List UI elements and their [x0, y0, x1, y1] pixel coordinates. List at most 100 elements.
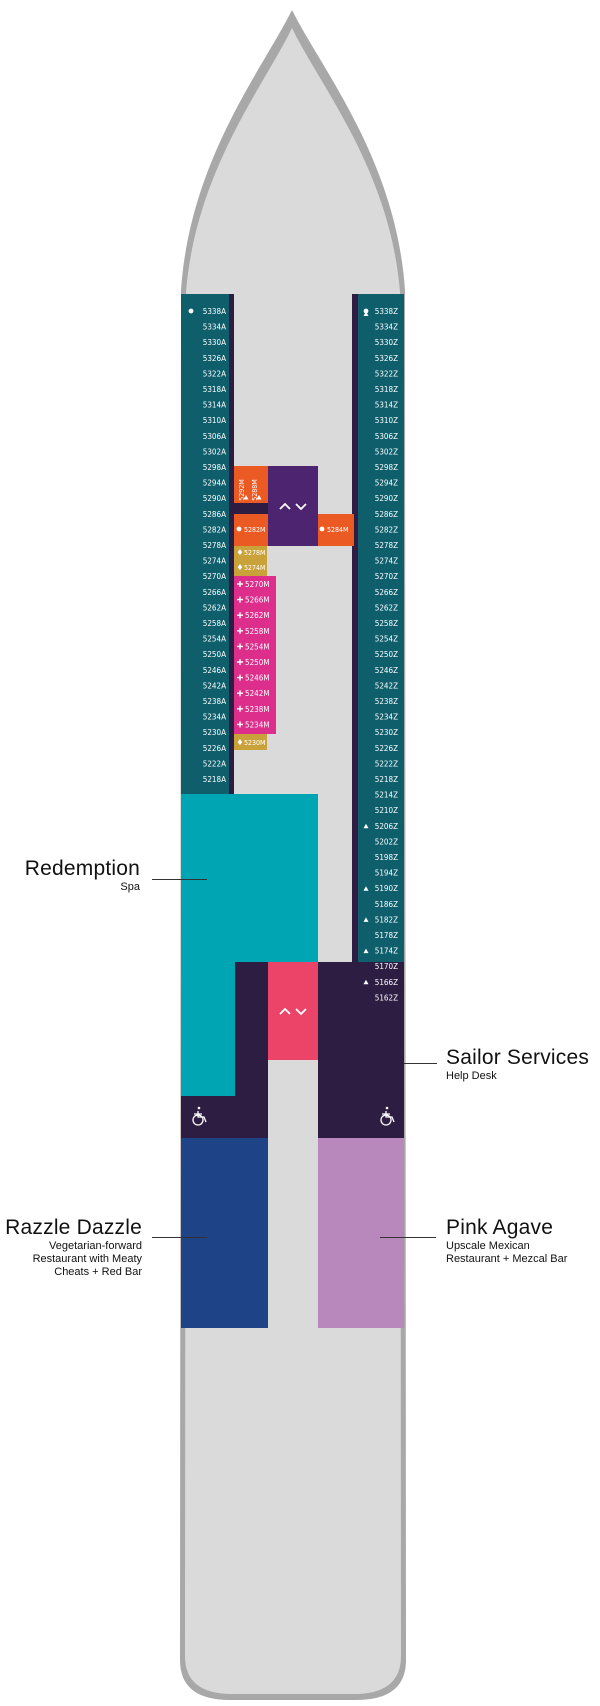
cabin-number[interactable]: 5294Z	[375, 479, 398, 488]
cabin-number[interactable]: 5338Z	[375, 307, 398, 316]
cabin-number[interactable]: 5198Z	[375, 853, 398, 862]
razzle-dazzle-restaurant[interactable]	[181, 1138, 268, 1328]
cabin-number[interactable]: 5190Z	[375, 884, 398, 893]
cabin-number[interactable]: 5230Z	[375, 728, 398, 737]
cabin-number[interactable]: 5234Z	[375, 713, 398, 722]
razzle-dazzle-label[interactable]: Razzle Dazzle Vegetarian-forward Restaur…	[0, 1216, 142, 1279]
cabin-number[interactable]: 5218A	[203, 775, 226, 784]
cabin-number[interactable]: 5250M	[245, 658, 270, 667]
cabin-number[interactable]: 5318Z	[375, 385, 398, 394]
cabin-number[interactable]: 5322A	[203, 369, 226, 378]
cabin-number[interactable]: 5310A	[203, 416, 226, 425]
cabin-number[interactable]: 5234M	[245, 720, 270, 729]
cabin-number[interactable]: 5314Z	[375, 401, 398, 410]
cabin-number[interactable]: 5246M	[245, 674, 270, 683]
cabin-number[interactable]: 5266M	[245, 596, 270, 605]
cabin-number[interactable]: 5250A	[203, 650, 226, 659]
cabin-number[interactable]: 5334A	[203, 323, 226, 332]
cabin-number[interactable]: 5274Z	[375, 557, 398, 566]
cabin-number[interactable]: 5222Z	[375, 759, 398, 768]
cabin-number[interactable]: 5246Z	[375, 666, 398, 675]
cabin-number[interactable]: 5262M	[245, 611, 270, 620]
redemption-spa[interactable]	[181, 794, 318, 962]
pink-agave-label[interactable]: Pink Agave Upscale Mexican Restaurant + …	[446, 1216, 600, 1266]
cabin-number[interactable]: 5238Z	[375, 697, 398, 706]
pink-agave-restaurant[interactable]	[318, 1138, 404, 1328]
cabin-number[interactable]: 5310Z	[375, 416, 398, 425]
cabin-number[interactable]: 5238A	[203, 697, 226, 706]
cabin-number[interactable]: 5242A	[203, 681, 226, 690]
cabin-number[interactable]: 5270M	[245, 580, 270, 589]
cabin-number[interactable]: 5318A	[203, 385, 226, 394]
cabin-number[interactable]: 5290A	[203, 494, 226, 503]
cabin-number[interactable]: 5214Z	[375, 791, 398, 800]
cabin-number[interactable]: 5262Z	[375, 603, 398, 612]
cabin-number[interactable]: 5306A	[203, 432, 226, 441]
cabin-number[interactable]: 5218Z	[375, 775, 398, 784]
cabin-number[interactable]: 5166Z	[375, 978, 398, 987]
cabin-number[interactable]: 5314A	[203, 401, 226, 410]
sailor-services[interactable]	[318, 962, 404, 1138]
cabin-number[interactable]: 5222A	[203, 759, 226, 768]
cabin-number[interactable]: 5292M	[238, 479, 246, 500]
cabin-number[interactable]: 5282A	[203, 525, 226, 534]
cabin-number[interactable]: 5284M	[327, 526, 348, 534]
cabin-number[interactable]: 5242M	[245, 689, 270, 698]
redemption-label[interactable]: Redemption Spa	[0, 857, 140, 894]
cabin-number[interactable]: 5330Z	[375, 338, 398, 347]
elevator-lower[interactable]	[268, 962, 318, 1060]
cabin-number[interactable]: 5282Z	[375, 525, 398, 534]
cabin-number[interactable]: 5230A	[203, 728, 226, 737]
cabin-number[interactable]: 5288M	[251, 479, 259, 500]
cabin-number[interactable]: 5258M	[245, 627, 270, 636]
cabin-number[interactable]: 5178Z	[375, 931, 398, 940]
cabin-number[interactable]: 5258A	[203, 619, 226, 628]
cabin-number[interactable]: 5326Z	[375, 354, 398, 363]
cabin-number[interactable]: 5286A	[203, 510, 226, 519]
cabin-number[interactable]: 5234A	[203, 713, 226, 722]
cabin-number[interactable]: 5338A	[203, 307, 226, 316]
cabin-number[interactable]: 5266Z	[375, 588, 398, 597]
cabin-number[interactable]: 5270A	[203, 572, 226, 581]
cabin-number[interactable]: 5162Z	[375, 993, 398, 1002]
cabin-number[interactable]: 5170Z	[375, 962, 398, 971]
cabin-number[interactable]: 5266A	[203, 588, 226, 597]
cabin-number[interactable]: 5254M	[245, 642, 270, 651]
cabin-number[interactable]: 5294A	[203, 479, 226, 488]
cabin-number[interactable]: 5274A	[203, 557, 226, 566]
cabin-number[interactable]: 5238M	[245, 705, 270, 714]
cabin-number[interactable]: 5278M	[244, 549, 265, 557]
cabin-number[interactable]: 5298Z	[375, 463, 398, 472]
cabin-number[interactable]: 5242Z	[375, 681, 398, 690]
cabin-number[interactable]: 5194Z	[375, 869, 398, 878]
cabin-number[interactable]: 5250Z	[375, 650, 398, 659]
cabin-number[interactable]: 5274M	[244, 564, 265, 572]
cabin-number[interactable]: 5306Z	[375, 432, 398, 441]
cabin-number[interactable]: 5258Z	[375, 619, 398, 628]
cabin-number[interactable]: 5262A	[203, 603, 226, 612]
cabin-number[interactable]: 5202Z	[375, 837, 398, 846]
cabin-number[interactable]: 5330A	[203, 338, 226, 347]
cabin-number[interactable]: 5182Z	[375, 915, 398, 924]
cabin-number[interactable]: 5226Z	[375, 744, 398, 753]
cabin-number[interactable]: 5298A	[203, 463, 226, 472]
cabin-number[interactable]: 5210Z	[375, 806, 398, 815]
cabin-number[interactable]: 5226A	[203, 744, 226, 753]
cabin-number[interactable]: 5322Z	[375, 369, 398, 378]
elevator-upper[interactable]	[268, 466, 318, 546]
cabin-number[interactable]: 5174Z	[375, 947, 398, 956]
cabin-number[interactable]: 5302Z	[375, 447, 398, 456]
cabin-number[interactable]: 5230M	[244, 739, 265, 747]
cabin-number[interactable]: 5254Z	[375, 635, 398, 644]
cabin-number[interactable]: 5254A	[203, 635, 226, 644]
cabin-number[interactable]: 5278A	[203, 541, 226, 550]
cabin-number[interactable]: 5278Z	[375, 541, 398, 550]
cabin-number[interactable]: 5270Z	[375, 572, 398, 581]
sailor-services-label[interactable]: Sailor Services Help Desk	[446, 1046, 600, 1083]
cabin-number[interactable]: 5206Z	[375, 822, 398, 831]
cabin-number[interactable]: 5286Z	[375, 510, 398, 519]
cabin-number[interactable]: 5282M	[244, 526, 265, 534]
cabin-number[interactable]: 5302A	[203, 447, 226, 456]
cabin-number[interactable]: 5290Z	[375, 494, 398, 503]
redemption-spa-lower[interactable]	[181, 962, 235, 1096]
